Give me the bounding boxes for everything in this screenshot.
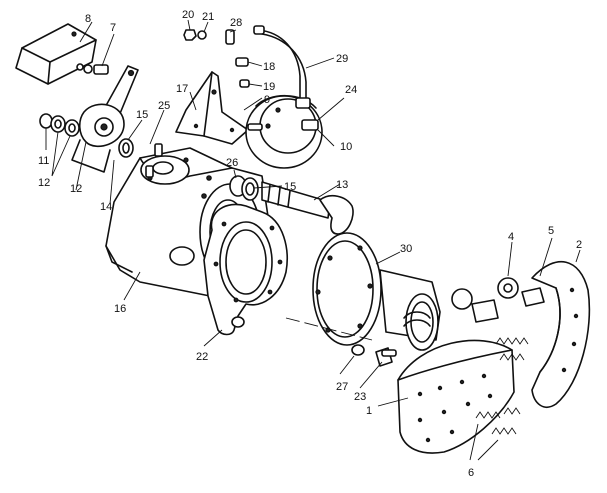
parts-artwork xyxy=(15,23,591,454)
slack-adjuster-part xyxy=(71,65,139,173)
callout-label: 30 xyxy=(400,243,412,255)
callout-label: 20 xyxy=(182,9,194,21)
cover-plate-part xyxy=(15,23,97,85)
callout-label: 26 xyxy=(226,157,238,169)
callout-label: 25 xyxy=(158,100,170,112)
callout-label: 11 xyxy=(38,155,49,167)
callout-label: 12 xyxy=(70,183,82,195)
callout-label: 4 xyxy=(508,231,514,243)
callout-label: 15 xyxy=(136,109,148,121)
air-hose-part xyxy=(253,25,311,109)
mounting-studs xyxy=(145,143,163,178)
callout-label: 13 xyxy=(336,179,348,191)
callout-label: 18 xyxy=(263,61,275,73)
dust-shield-part xyxy=(203,203,288,336)
callout-label: 14 xyxy=(100,201,112,213)
callout-label: 8 xyxy=(85,13,91,25)
bolt-washer-set xyxy=(76,63,109,75)
brake-drum-part xyxy=(312,232,441,351)
callout-label: 28 xyxy=(230,17,242,29)
callout-label: 5 xyxy=(548,225,554,237)
callout-label: 6 xyxy=(468,467,474,479)
callout-label: 10 xyxy=(340,141,352,153)
callout-label: 12 xyxy=(38,177,50,189)
callout-label: 15 xyxy=(284,181,296,193)
rollers-pins xyxy=(451,277,545,323)
callout-label: 19 xyxy=(263,81,275,93)
camshaft-seals xyxy=(229,175,259,201)
lower-brake-shoe-part xyxy=(397,339,515,454)
callout-label: 29 xyxy=(336,53,348,65)
callout-label: 17 xyxy=(176,83,188,95)
callout-label: 9 xyxy=(264,94,270,106)
callout-label: 27 xyxy=(336,381,348,393)
callout-label: 2 xyxy=(576,239,582,251)
upper-brake-shoe-part xyxy=(531,260,591,408)
axis-centerline xyxy=(285,317,373,341)
small-hardware xyxy=(183,29,250,88)
callout-label: 7 xyxy=(110,22,116,34)
camshaft-part xyxy=(261,181,354,235)
callout-label: 24 xyxy=(345,84,357,96)
bushing-part xyxy=(118,138,134,158)
callout-label: 22 xyxy=(196,351,208,363)
brake-chamber-part xyxy=(245,95,323,169)
callout-label: 1 xyxy=(366,405,372,417)
return-springs xyxy=(475,337,529,435)
callout-label: 23 xyxy=(354,391,366,403)
drum-bolt-washer xyxy=(351,344,397,367)
callout-label: 21 xyxy=(202,11,214,23)
leader-lines xyxy=(45,19,581,461)
callout-label: 16 xyxy=(114,303,126,315)
